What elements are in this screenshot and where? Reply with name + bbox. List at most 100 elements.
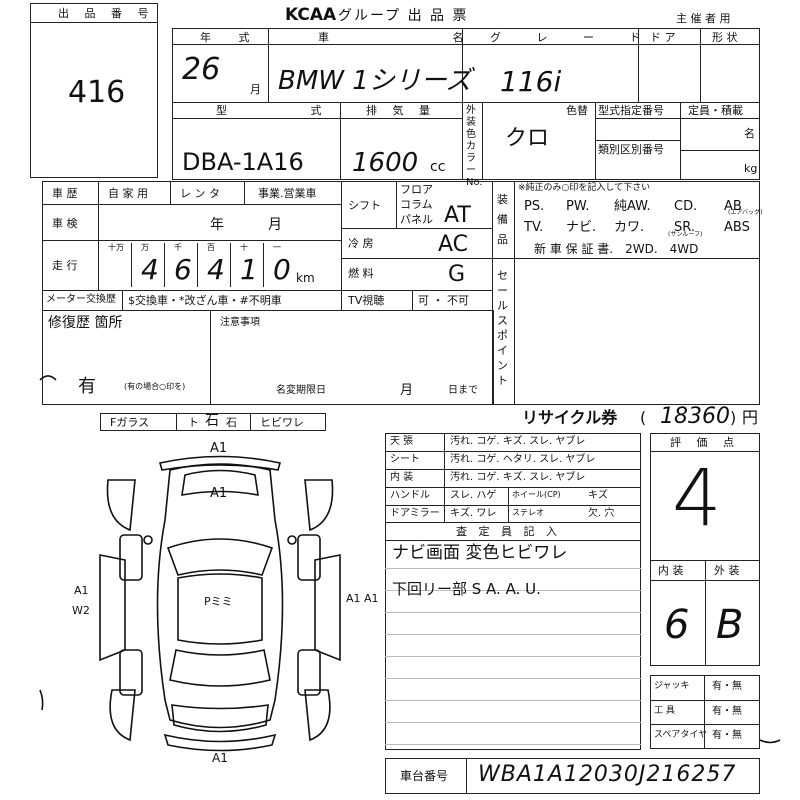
grade-value: 116i — [500, 65, 562, 98]
rental-label: レ ン タ — [180, 187, 220, 200]
mileage-digit-label: 一 — [273, 243, 281, 252]
sr-note: (サンルーフ) — [668, 231, 703, 238]
to-mark: 石 — [205, 413, 219, 429]
equipment-item: PS. — [524, 199, 545, 214]
crack-label: ヒビワレ — [260, 416, 304, 429]
equipment-row3: 新 車 保 証 書. 2WD. 4WD — [534, 242, 699, 256]
mileage-label: 走 行 — [52, 259, 78, 272]
year-unit: 年 — [210, 217, 224, 233]
lot-number-value: 416 — [68, 75, 126, 110]
door-label: ド ア — [650, 31, 676, 44]
year-label: 年 式 — [200, 31, 262, 44]
interior-check-label: シート — [390, 454, 420, 465]
interior-check-options: 汚れ. コゲ. ヘタリ. スレ. ヤブレ — [450, 454, 596, 465]
f-glass-label: Fガラス — [110, 416, 150, 429]
car-history-label: 車 歴 — [52, 187, 78, 200]
private-label: 自 家 用 — [108, 187, 148, 200]
interior-check-extra-value: キズ — [588, 490, 608, 501]
mileage-digit: 6 — [174, 253, 192, 286]
meter-legend: $交換車・*改ざん車・#不明車 — [128, 294, 282, 307]
interior-check-extra-value: 欠. 穴 — [588, 508, 615, 519]
interior-check-options: スレ. ハゲ — [450, 490, 497, 501]
inspector-block — [385, 522, 641, 750]
sale-point-block — [492, 258, 760, 405]
interior-check-label: 内 装 — [390, 472, 414, 483]
mark-left1: A1 — [74, 584, 89, 597]
chassis-block — [385, 758, 760, 794]
chassis-label: 車台番号 — [400, 769, 449, 783]
mark-top1: A1 — [210, 441, 228, 456]
month-suffix: 月 — [250, 83, 261, 96]
color-change-label: 色替 — [566, 104, 588, 117]
column-label: コラム — [400, 198, 433, 211]
mileage-digit: 4 — [207, 253, 225, 286]
repair-value: 有 — [78, 376, 96, 397]
tool-label: スペアタイヤ — [654, 730, 708, 741]
interior-check-options: キズ. ワレ — [450, 508, 497, 519]
tool-label: 工 具 — [654, 705, 675, 716]
lot-number-box — [30, 3, 158, 178]
interior-check-label: 天 張 — [390, 436, 414, 447]
equipment-item: AB — [724, 199, 742, 214]
shift-value: AT — [444, 203, 471, 228]
car-name-label: 車 名 — [318, 31, 524, 44]
notes-label: 注意事項 — [220, 317, 260, 328]
mileage-digit-label: 万 — [141, 243, 149, 252]
equipment-label: 装備品 — [497, 193, 508, 246]
mileage-digit: 1 — [240, 253, 258, 286]
model-value: DBA-1A16 — [182, 148, 304, 176]
deadline-month: 月 — [400, 383, 414, 398]
color-label: 外装色カラーNo. — [466, 105, 483, 188]
page-title: グループ 出 品 票 — [338, 8, 469, 24]
equipment-item: カワ. — [614, 220, 645, 235]
equipment-item: ナビ. — [566, 220, 597, 235]
form-top — [172, 28, 760, 180]
ab-note: (エアバッグ) — [728, 209, 763, 216]
displacement-value: 1600 — [352, 148, 419, 178]
fuel-label: 燃 料 — [348, 267, 374, 280]
tool-value: 有・無 — [712, 730, 742, 742]
km-unit: km — [296, 271, 315, 285]
interior-check-label: ドアミラー — [390, 508, 440, 519]
repair-label: 修復歴 箇所 — [48, 315, 123, 331]
interior-grade-label: 内 装 — [658, 564, 684, 577]
grade-label: グ レ ー ド — [490, 31, 657, 44]
recycle-value: 18360 — [660, 404, 730, 429]
to-label: ト — [188, 416, 199, 429]
repair-hint: (有の場合○印を) — [124, 382, 186, 391]
displacement-label: 排 気 量 — [366, 104, 436, 117]
tool-value: 有・無 — [712, 705, 742, 717]
type-designation-label: 型式指定番号 — [598, 104, 664, 117]
recycle-unit: 円 — [742, 408, 759, 427]
meter-label: メーター交換歴 — [46, 294, 116, 305]
shift-label: シフト — [348, 199, 381, 212]
exterior-grade-value: B — [716, 602, 744, 648]
shape-label: 形 状 — [712, 31, 738, 44]
equipment-item: CD. — [674, 199, 698, 214]
month-unit: 月 — [268, 217, 282, 233]
equipment-item: 純AW. — [614, 199, 651, 214]
organizer-use: 主 催 者 用 — [676, 12, 731, 25]
glass-box — [100, 413, 326, 431]
equipment-item: SR. — [674, 220, 695, 235]
logo: KCAA — [285, 5, 337, 25]
interior-check-options: 汚れ. コゲ. キズ. スレ. ヤブレ — [450, 436, 586, 447]
tool-value: 有・無 — [712, 681, 742, 692]
stone-label: 石 — [226, 416, 237, 429]
tools-block — [650, 675, 760, 749]
mark-center: Pミミ — [204, 595, 233, 608]
year-value: 26 — [182, 52, 221, 87]
tool-label: ジャッキ — [654, 681, 690, 691]
deadline-day: 日まで — [448, 385, 478, 396]
interior-check-extra-label: ステレオ — [512, 508, 544, 517]
inspector-line2: 下回リー部 S A. A. U. — [392, 580, 541, 598]
deadline-label: 名変期限日 — [276, 385, 326, 396]
persons-unit: 名 — [744, 127, 755, 140]
mark-right: A1 A1 — [346, 592, 379, 605]
mileage-digit-label: 十万 — [108, 243, 124, 252]
ac-value: AC — [438, 232, 469, 257]
mileage-digit: 4 — [141, 253, 159, 286]
sale-point-label: セールスポイント — [497, 269, 508, 387]
model-label: 型 式 — [216, 104, 362, 117]
floor-label: フロア — [400, 183, 433, 196]
